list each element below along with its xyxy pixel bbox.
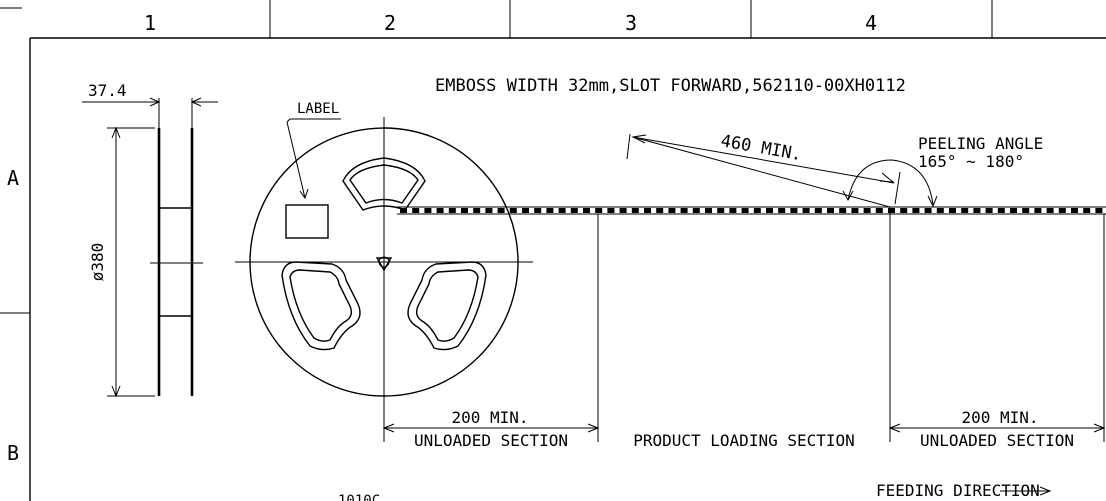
- row-label-b: B: [7, 441, 19, 465]
- tape-pocket: [595, 208, 603, 213]
- tape-pocket: [546, 208, 554, 213]
- tape-pocket: [1010, 208, 1017, 213]
- tape-pocket: [875, 208, 883, 213]
- tape-pocket: [509, 208, 517, 213]
- tape-pocket: [888, 208, 895, 213]
- tape-pocket: [766, 208, 773, 213]
- tape-pocket: [558, 208, 566, 213]
- tape-pocket: [668, 208, 676, 213]
- tape-pocket: [912, 208, 920, 213]
- label-callout: LABEL: [297, 101, 339, 117]
- partial-note: 1010C: [338, 493, 380, 501]
- peeling-angle-title: PEELING ANGLE: [918, 134, 1043, 153]
- tape-pocket: [1071, 208, 1078, 213]
- tape-pocket: [461, 208, 468, 213]
- tape-pocket: [485, 208, 493, 213]
- tape-pocket: [729, 208, 737, 213]
- left-unloaded-section: UNLOADED SECTION: [414, 431, 568, 450]
- tape-pocket: [570, 208, 578, 213]
- tape-pocket: [753, 208, 761, 213]
- tape-pocket: [851, 208, 859, 213]
- column-label-3: 3: [625, 11, 637, 35]
- tape-pocket: [522, 208, 529, 213]
- tape-pocket: [497, 208, 505, 213]
- tape-pocket: [656, 208, 664, 213]
- tape-pocket: [741, 208, 749, 213]
- tape-pocket: [692, 208, 700, 213]
- right-unloaded-min: 200 MIN.: [961, 408, 1038, 427]
- tape-pocket: [1022, 208, 1030, 213]
- reel-diameter-dimension: ø380: [88, 243, 107, 282]
- tape-pocket: [1083, 208, 1091, 213]
- section-dimensions: [382, 423, 1106, 496]
- tape-pocket: [1034, 208, 1042, 213]
- tape-pocket: [973, 208, 981, 213]
- emboss-note: EMBOSS WIDTH 32mm,SLOT FORWARD,562110-00…: [435, 76, 906, 96]
- carrier-tape: [383, 206, 1106, 442]
- tape-pocket: [448, 208, 456, 213]
- product-loading-section: PRODUCT LOADING SECTION: [633, 431, 855, 450]
- tape-pocket: [473, 208, 481, 213]
- reel-side-view: [82, 97, 218, 398]
- tape-pocket: [985, 208, 993, 213]
- peeling-angle-range: 165° ~ 180°: [918, 152, 1024, 171]
- left-unloaded-min: 200 MIN.: [451, 408, 528, 427]
- row-label-a: A: [7, 166, 19, 190]
- tape-pocket: [949, 208, 956, 213]
- side-width-dimension: 37.4: [88, 81, 127, 100]
- tape-pocket: [1095, 208, 1103, 213]
- peel-length-dimension: [626, 133, 901, 208]
- tape-pocket: [961, 208, 969, 213]
- tape-pocket: [607, 208, 615, 213]
- tape-pocket: [997, 208, 1005, 213]
- tape-pocket: [436, 208, 444, 213]
- tape-pocket: [1058, 208, 1066, 213]
- tape-pocket: [412, 208, 420, 213]
- column-label-4: 4: [865, 11, 877, 35]
- tape-pocket: [863, 208, 871, 213]
- column-label-1: 1: [144, 11, 156, 35]
- peeling-angle-arc: [842, 159, 938, 208]
- tape-pocket: [400, 208, 407, 213]
- tape-pocket: [705, 208, 712, 213]
- column-label-2: 2: [384, 11, 396, 35]
- tape-pocket: [680, 208, 688, 213]
- feeding-direction: FEEDING DIRECTION: [876, 481, 1040, 500]
- tape-pocket: [534, 208, 542, 213]
- tape-pocket: [924, 208, 932, 213]
- right-unloaded-section: UNLOADED SECTION: [920, 431, 1074, 450]
- tape-pocket: [583, 208, 590, 213]
- tape-pocket: [644, 208, 651, 213]
- tape-pocket: [717, 208, 725, 213]
- tape-pocket: [814, 208, 822, 213]
- tape-pocket: [424, 208, 432, 213]
- tape-pocket: [802, 208, 810, 213]
- tape-pocket: [631, 208, 639, 213]
- tape-pocket: [778, 208, 786, 213]
- tape-pocket: [900, 208, 908, 213]
- tape-pocket: [619, 208, 627, 213]
- tape-pocket: [827, 208, 834, 213]
- tape-pocket: [839, 208, 847, 213]
- tape-pocket: [936, 208, 944, 213]
- tape-pocket: [790, 208, 798, 213]
- tape-pocket: [1046, 208, 1054, 213]
